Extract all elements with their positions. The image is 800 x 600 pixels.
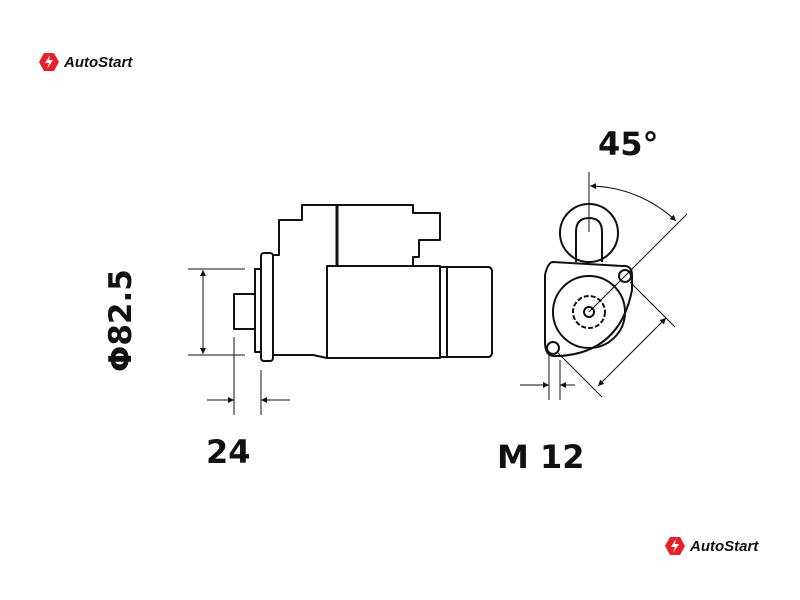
side-dimension-lines [188, 268, 290, 415]
bolt-thread-label: M 12 [497, 438, 585, 476]
nose-solenoid-outline [273, 204, 441, 266]
mount-hole [618, 269, 632, 283]
brand-logo-top: AutoStart [38, 52, 132, 72]
rear-cap [447, 266, 493, 358]
front-dimension-lines [520, 172, 688, 400]
side-view [233, 204, 493, 362]
mount-hole [546, 341, 560, 355]
diameter-label: Φ82.5 [103, 269, 139, 372]
logo-icon [665, 537, 685, 555]
logo-text: AutoStart [690, 537, 759, 555]
logo-icon [39, 53, 59, 71]
mount-angle-label: 45° [598, 125, 659, 163]
flange [260, 252, 274, 362]
flange-offset-label: 24 [206, 433, 251, 471]
logo-text: AutoStart [64, 53, 133, 71]
pinion [233, 293, 256, 330]
motor-body [326, 265, 441, 359]
pinion-gear [572, 295, 606, 329]
brand-logo-bottom: AutoStart [664, 536, 758, 556]
